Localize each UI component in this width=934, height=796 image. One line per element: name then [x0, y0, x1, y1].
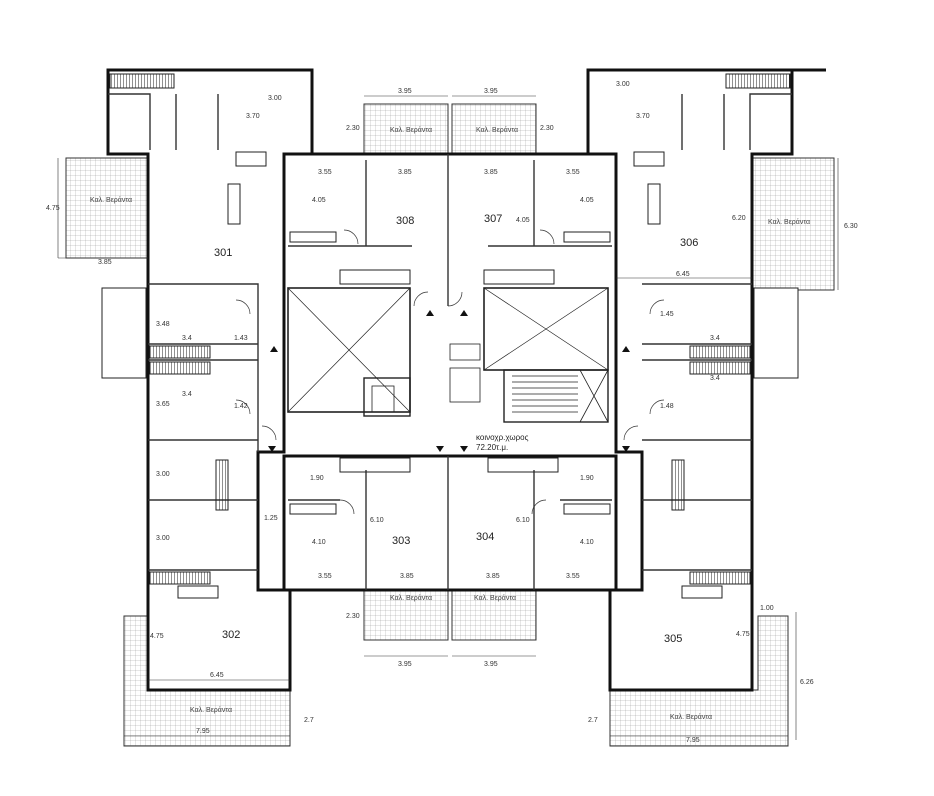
dim-u308-385: 3.85 [398, 169, 412, 176]
balcony-label: Καλ. Βεράντα [90, 196, 132, 204]
dim-u304-610: 6.10 [516, 517, 530, 524]
interior-walls [108, 93, 792, 590]
dim-top-right-395: 3.95 [484, 88, 498, 95]
dim-w-300b: 3.00 [156, 535, 170, 542]
dim-u308-355: 3.55 [318, 169, 332, 176]
dim-e-148: 1.48 [660, 403, 674, 410]
balcony-label: Καλ. Βεράντα [476, 126, 518, 134]
dim-sw-27: 2.7 [304, 717, 314, 724]
dim-u307-405a: 4.05 [516, 217, 530, 224]
dim-top-left-395: 3.95 [398, 88, 412, 95]
dim-w-142: 1.42 [234, 403, 248, 410]
dim-w-475: 4.75 [46, 205, 60, 212]
unit-label-301: 301 [214, 247, 232, 259]
dim-w-365: 3.65 [156, 401, 170, 408]
dim-top-right-230: 2.30 [540, 125, 554, 132]
unit-label-302: 302 [222, 629, 240, 641]
dim-se-27: 2.7 [588, 717, 598, 724]
dim-se-626: 6.26 [800, 679, 814, 686]
dim-e-34b: 3.4 [710, 375, 720, 382]
dim-e-630: 6.30 [844, 223, 858, 230]
dim-u303-190: 1.90 [310, 475, 324, 482]
door-markers [268, 310, 630, 452]
dim-w-348: 3.48 [156, 321, 170, 328]
unit-labels: 301 302 303 304 305 306 307 308 [214, 213, 698, 645]
balcony-labels: Καλ. Βεράντα Καλ. Βεράντα Καλ. Βεράντα Κ… [90, 126, 810, 721]
common-area-label: κοινοχρ.χωρος 72.20τ.μ. [476, 433, 529, 452]
balcony-label: Καλ. Βεράντα [190, 706, 232, 714]
dim-bottom-395a: 3.95 [398, 661, 412, 668]
dim-u304-355: 3.55 [566, 573, 580, 580]
shafts [287, 287, 609, 413]
dim-sw-475: 4.75 [150, 633, 164, 640]
dim-u307-385: 3.85 [484, 169, 498, 176]
balcony-label: Καλ. Βεράντα [390, 594, 432, 602]
dim-e-145: 1.45 [660, 311, 674, 318]
dim-se-795: 7.95 [686, 737, 700, 744]
dim-u303-610: 6.10 [370, 517, 384, 524]
dim-u304-190: 1.90 [580, 475, 594, 482]
dim-sw-645: 6.45 [210, 672, 224, 679]
door-swings [235, 229, 665, 515]
dim-bottom-230: 2.30 [346, 613, 360, 620]
dim-u303-410: 4.10 [312, 539, 326, 546]
dim-e-620: 6.20 [732, 215, 746, 222]
balcony-top-left [363, 103, 449, 155]
unit-label-308: 308 [396, 215, 414, 227]
balcony-bottom-right [451, 589, 537, 641]
unit-label-305: 305 [664, 633, 682, 645]
balcony-east [751, 157, 835, 291]
railings [101, 73, 799, 585]
dim-w-34b: 3.4 [182, 391, 192, 398]
balcony-label: Καλ. Βεράντα [390, 126, 432, 134]
dim-e-645: 6.45 [676, 271, 690, 278]
staircase [363, 343, 609, 423]
dim-u304-385: 3.85 [486, 573, 500, 580]
dimension-texts: 3.95 3.95 2.30 2.30 3.00 3.70 3.00 3.70 … [46, 81, 858, 744]
balcony-south-east [609, 615, 789, 747]
dim-nw-370: 3.70 [246, 113, 260, 120]
dimension-lines [57, 95, 839, 740]
balcony-label: Καλ. Βεράντα [474, 594, 516, 602]
dim-u307-405b: 4.05 [580, 197, 594, 204]
dim-w-143: 1.43 [234, 335, 248, 342]
dim-nw-300: 3.00 [268, 95, 282, 102]
dim-u308-405: 4.05 [312, 197, 326, 204]
unit-label-303: 303 [392, 535, 410, 547]
kitchens [177, 151, 723, 599]
dim-sw-795: 7.95 [196, 728, 210, 735]
dim-e-34a: 3.4 [710, 335, 720, 342]
balcony-label: Καλ. Βεράντα [670, 713, 712, 721]
dim-w-125: 1.25 [264, 515, 278, 522]
balcony-label: Καλ. Βεράντα [768, 218, 810, 226]
balcony-west [65, 157, 149, 259]
dim-u303-355: 3.55 [318, 573, 332, 580]
dim-u307-355: 3.55 [566, 169, 580, 176]
dim-w-34a: 3.4 [182, 335, 192, 342]
dim-top-left-230: 2.30 [346, 125, 360, 132]
dim-ne-370: 3.70 [636, 113, 650, 120]
dim-se-100: 1.00 [760, 605, 774, 612]
unit-label-307: 307 [484, 213, 502, 225]
unit-label-306: 306 [680, 237, 698, 249]
balcony-top-right [451, 103, 537, 155]
outer-walls [106, 68, 826, 692]
dim-u304-410: 4.10 [580, 539, 594, 546]
dim-w-300a: 3.00 [156, 471, 170, 478]
common-area-size: 72.20τ.μ. [476, 443, 508, 452]
balcony-bottom-left [363, 589, 449, 641]
balconies [65, 103, 835, 747]
dim-ne-300: 3.00 [616, 81, 630, 88]
unit-label-304: 304 [476, 531, 494, 543]
dim-w-385: 3.85 [98, 259, 112, 266]
common-area-name: κοινοχρ.χωρος [476, 433, 529, 442]
dim-u303-385: 3.85 [400, 573, 414, 580]
dim-se-475: 4.75 [736, 631, 750, 638]
dim-bottom-395b: 3.95 [484, 661, 498, 668]
